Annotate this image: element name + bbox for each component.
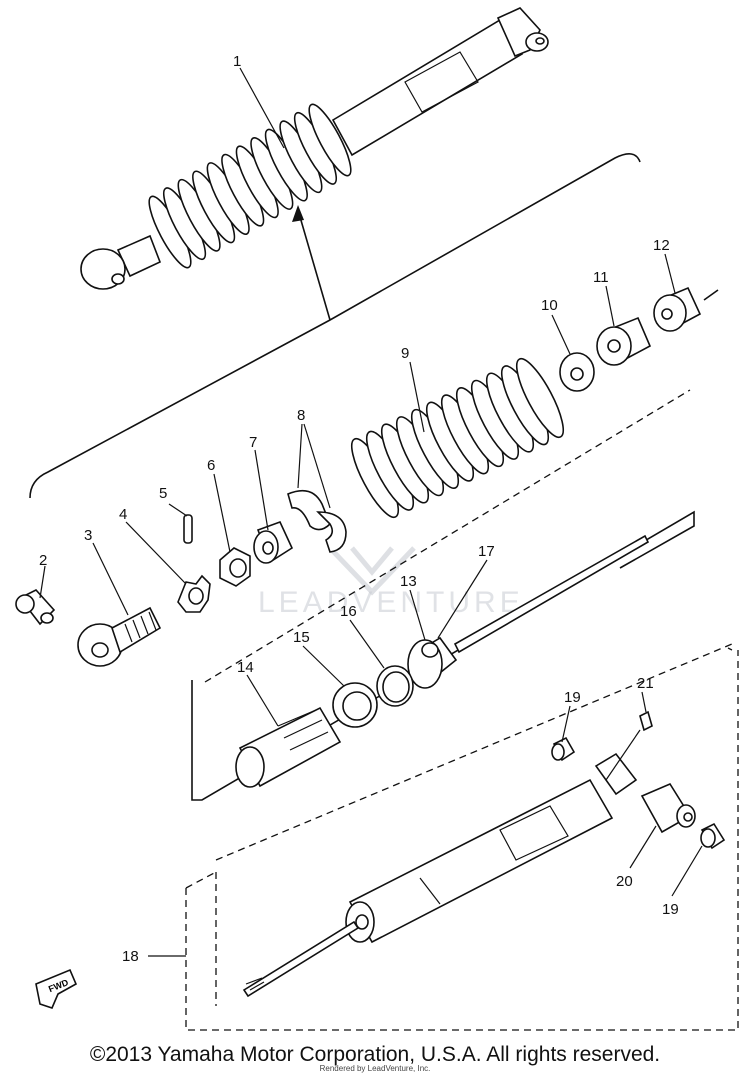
- part-6-nut: [219, 547, 251, 587]
- part-2-cap: [15, 589, 56, 626]
- callout-14: 14: [237, 659, 254, 676]
- part-20-bushing: [640, 782, 696, 834]
- part-1-shock-assembly: [80, 7, 549, 290]
- copyright-notice: ©2013 Yamaha Motor Corporation, U.S.A. A…: [89, 1043, 661, 1066]
- callout-13: 13: [400, 573, 417, 590]
- spring-coil: [308, 103, 352, 177]
- part-16-circlip: [376, 665, 414, 707]
- part-13-bump-stopper: [407, 636, 458, 689]
- part-21-grease-nipple: [639, 710, 653, 732]
- callout-17: 17: [478, 543, 495, 560]
- part-3-eye-bolt: [77, 606, 162, 667]
- part-19-collar-lower: [700, 822, 726, 850]
- part-15-ring: [332, 682, 378, 728]
- callout-2: 2: [39, 552, 47, 569]
- part-8-spring-stopper: [287, 489, 347, 553]
- callout-19-upper: 19: [564, 689, 581, 706]
- callout-16: 16: [340, 603, 357, 620]
- callout-9: 9: [401, 345, 409, 362]
- leader-lines: [39, 67, 703, 957]
- callout-3: 3: [84, 527, 92, 544]
- callout-18: 18: [122, 948, 139, 965]
- spring-set-bracket-end: [703, 289, 719, 301]
- callout-8: 8: [297, 407, 305, 424]
- callout-15: 15: [293, 629, 310, 646]
- callout-6: 6: [207, 457, 215, 474]
- part-19-collar-upper: [551, 736, 576, 762]
- rendered-by-notice: Rendered by LeadVenture, Inc.: [319, 1064, 431, 1073]
- part-12-rubber-bushing: [653, 286, 702, 332]
- spring-set-bracket: [29, 153, 641, 499]
- part-10-washer: [559, 352, 595, 392]
- callout-21: 21: [637, 675, 654, 692]
- part-18-damper-box: [185, 643, 739, 1031]
- part-4-castle-nut: [177, 574, 211, 613]
- callout-1: 1: [233, 53, 241, 70]
- part-14-cover-tube: [235, 706, 342, 788]
- fwd-arrow: FWD: [35, 968, 78, 1009]
- watermark-text: LEADVENTURE: [258, 586, 524, 619]
- part-5-pin: [183, 514, 193, 544]
- callout-5: 5: [159, 485, 167, 502]
- callout-7: 7: [249, 434, 257, 451]
- callout-20: 20: [616, 873, 633, 890]
- callout-11: 11: [593, 269, 609, 286]
- callout-4: 4: [119, 506, 127, 523]
- part-9-spring: [350, 357, 565, 519]
- callout-12: 12: [653, 237, 670, 254]
- watermark: LEADVENTURE: [258, 546, 524, 619]
- part-11-bushing: [596, 316, 652, 366]
- spring-coil: [515, 357, 565, 439]
- callout-10: 10: [541, 297, 558, 314]
- callout-19-lower: 19: [662, 901, 679, 918]
- part-17-rod: [453, 534, 650, 654]
- part-7-spring-seat: [253, 520, 294, 564]
- callout-labels: 1 2 3 4 5 6 7 8 9 10 11 12 13 14 15 16 1…: [39, 53, 679, 965]
